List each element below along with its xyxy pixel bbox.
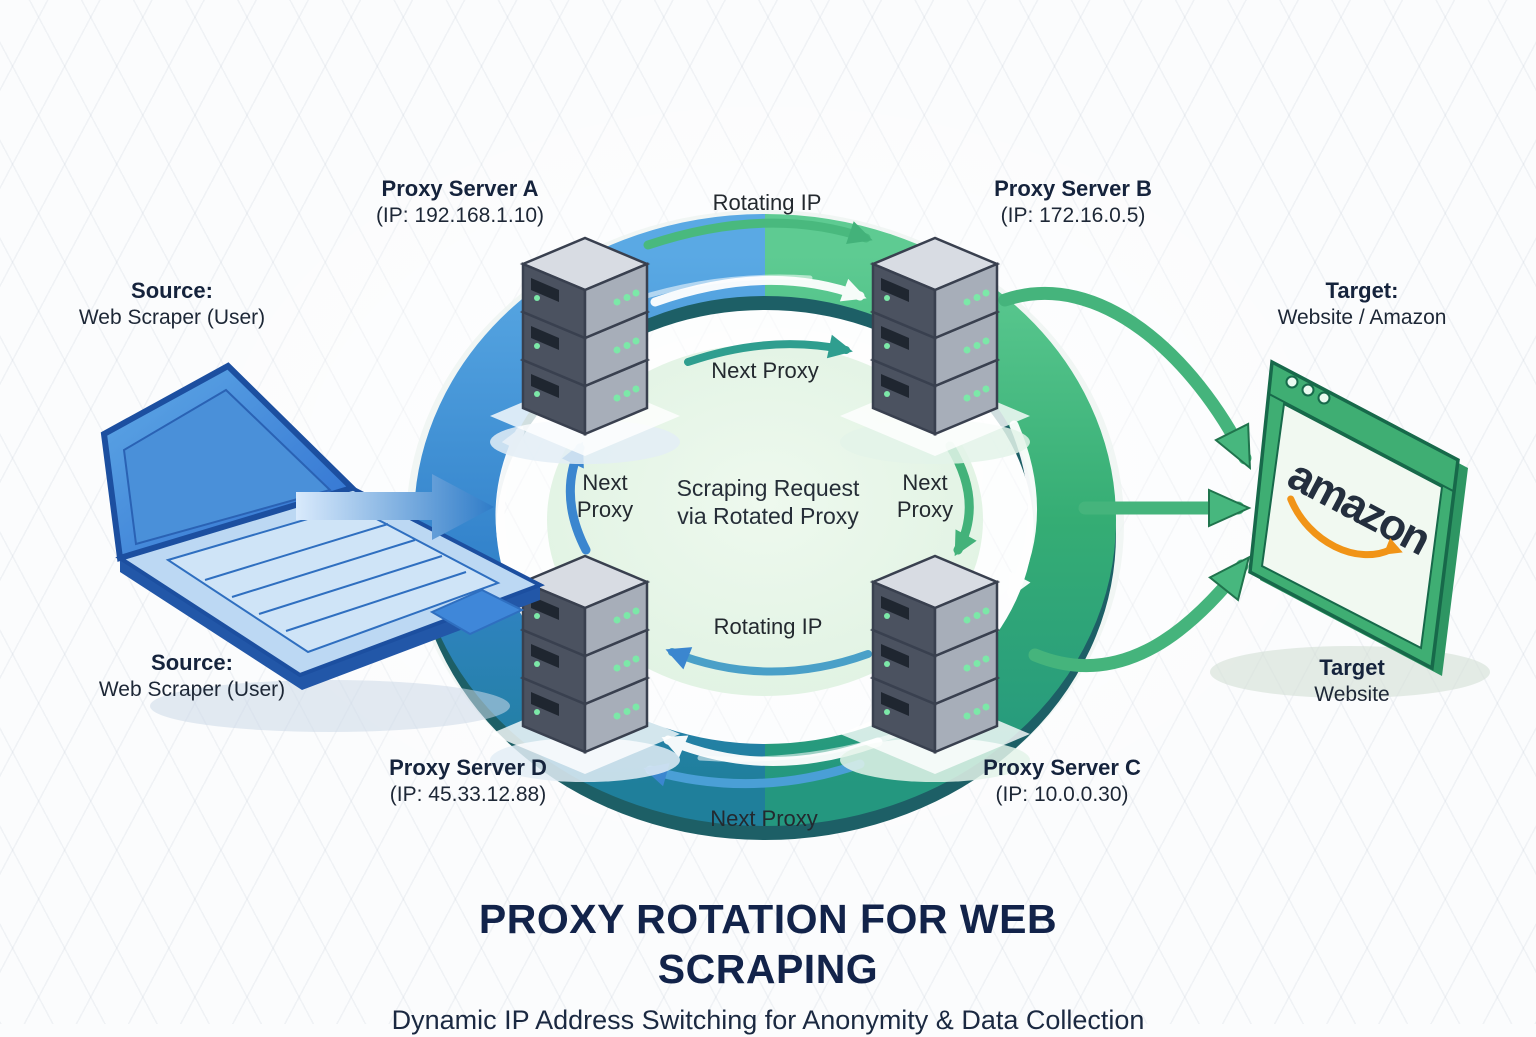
target-window: amazon — [1210, 359, 1490, 698]
proxy-servers — [490, 238, 1030, 782]
window-controls-icon — [1285, 375, 1331, 405]
next-proxy-top-arrow — [684, 334, 853, 366]
rotating-ip-top-arrow — [643, 218, 873, 250]
to-target-arrows — [998, 287, 1252, 672]
proxy-b-label: Proxy Server B (IP: 172.16.0.5) — [994, 176, 1152, 227]
source-label-top: Source: Web Scraper (User) — [78, 278, 266, 329]
page-title: PROXY ROTATION FOR WEB SCRAPING — [478, 896, 1058, 993]
proxy-server-b-icon — [873, 238, 997, 434]
proxy-c-label: Proxy Server C (IP: 10.0.0.30) — [983, 755, 1141, 806]
proxy-server-a-icon — [523, 238, 647, 434]
proxy-d-label: Proxy Server D (IP: 45.33.12.88) — [389, 755, 547, 806]
proxy-a-label: Proxy Server A (IP: 192.168.1.10) — [375, 176, 545, 227]
center-note-label: Scraping Request via Rotated Proxy — [676, 475, 860, 530]
rotating-ip-top-label: Rotating IP — [712, 190, 822, 215]
next-proxy-top-label: Next Proxy — [711, 358, 819, 383]
amazon-smile-icon — [1287, 495, 1395, 559]
proxy-server-c-icon — [873, 556, 997, 752]
next-proxy-bottom-label: Next Proxy — [710, 806, 818, 831]
next-proxy-bottom-arrow — [643, 759, 865, 789]
target-label-bottom: Target Website — [1314, 655, 1390, 706]
diagram-title-block: PROXY ROTATION FOR WEB SCRAPING Dynamic … — [384, 894, 1152, 1037]
rotating-ip-bottom-label: Rotating IP — [713, 614, 823, 639]
next-proxy-right-label: Next Proxy — [896, 470, 954, 522]
next-proxy-left-label: Next Proxy — [576, 470, 634, 522]
target-label-top: Target: Website / Amazon — [1277, 278, 1447, 329]
page-subtitle: Dynamic IP Address Switching for Anonymi… — [391, 1005, 1145, 1036]
source-label-bottom: Source: Web Scraper (User) — [98, 650, 286, 701]
rotating-ip-bottom-arrow — [665, 647, 872, 676]
source-to-ring-arrow — [296, 474, 494, 540]
